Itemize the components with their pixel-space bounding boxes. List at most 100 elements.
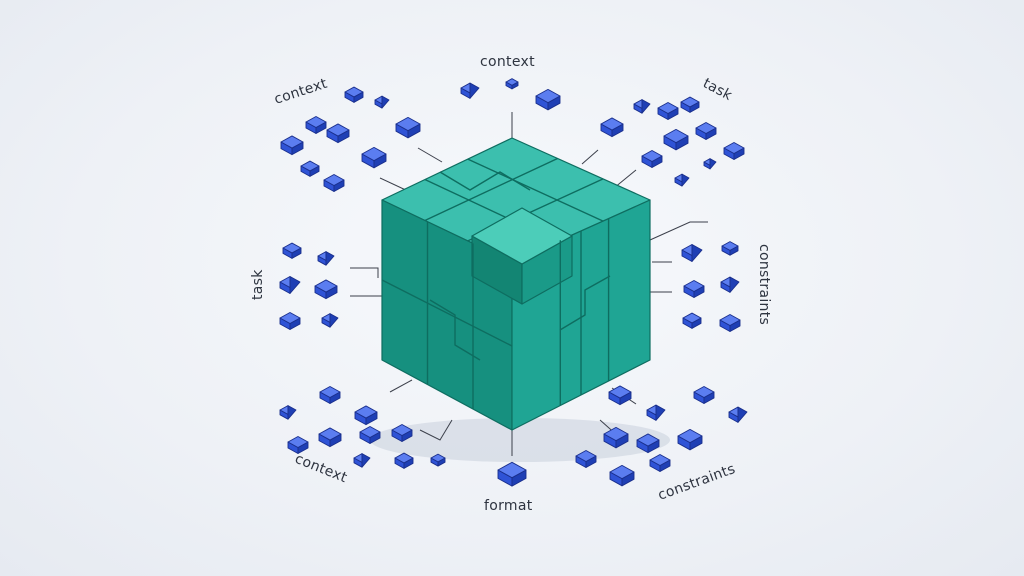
piece-top-left-6 <box>361 146 387 169</box>
piece-right-1 <box>681 244 703 262</box>
piece-left-3 <box>279 276 301 294</box>
piece-bottom-left-8-side <box>361 453 371 468</box>
piece-bottom-right-9-top <box>609 464 635 480</box>
piece-top-left-4 <box>374 95 390 109</box>
piece-top-right-8-side <box>681 173 690 187</box>
piece-top-left-8 <box>300 160 320 177</box>
piece-bottom-left-9-top <box>394 452 414 464</box>
piece-top-right-3 <box>657 102 679 120</box>
piece-top-left-7-top <box>395 116 421 132</box>
piece-top-right-7-top <box>641 150 663 162</box>
piece-bottom-left-3-top <box>354 405 378 419</box>
piece-top-left-7 <box>395 116 421 139</box>
piece-right-3 <box>683 280 705 298</box>
cube-center-block-top <box>471 207 573 265</box>
piece-bottom-left-4 <box>287 436 309 454</box>
piece-bottom-right-10-top <box>649 454 671 466</box>
piece-top-left-4-side <box>381 95 390 109</box>
piece-right-6 <box>719 314 741 332</box>
leader-task-right <box>581 149 599 165</box>
leader-context-bottom-2 <box>389 379 413 393</box>
piece-left-5 <box>279 312 301 330</box>
piece-top-right-4-top <box>680 96 700 108</box>
piece-left-4 <box>314 279 338 300</box>
label-context-left: context <box>272 76 329 108</box>
piece-top-right-5-top <box>663 128 689 144</box>
piece-top-center-1-side <box>469 82 480 99</box>
piece-bottom-right-5 <box>603 426 629 449</box>
piece-bottom-right-10 <box>649 454 671 472</box>
piece-top-center-1 <box>460 82 480 99</box>
piece-bottom-right-5-top <box>603 426 629 442</box>
leader-task-left <box>350 267 379 278</box>
label-task-right: task <box>700 75 735 104</box>
piece-top-left-6-top <box>361 146 387 162</box>
piece-top-right-10 <box>723 142 745 160</box>
piece-top-left-5-top <box>326 123 350 137</box>
piece-top-right-1 <box>600 117 624 138</box>
piece-bottom-right-8-top <box>575 450 597 462</box>
piece-right-4-side <box>729 276 740 293</box>
piece-top-left-9 <box>323 174 345 192</box>
piece-left-2-side <box>325 251 335 266</box>
piece-bottom-right-8 <box>575 450 597 468</box>
piece-bottom-right-2 <box>646 404 666 421</box>
piece-top-right-10-top <box>723 142 745 154</box>
piece-top-right-2 <box>633 99 651 114</box>
piece-top-right-7 <box>641 150 663 168</box>
piece-bottom-left-3 <box>354 405 378 426</box>
piece-bottom-left-6-top <box>359 426 381 438</box>
central-puzzle-cube <box>381 137 651 431</box>
piece-bottom-right-1-top <box>608 385 632 399</box>
piece-bottom-right-4-side <box>737 406 748 423</box>
piece-top-right-6 <box>695 122 717 140</box>
piece-bottom-right-2-side <box>655 404 666 421</box>
piece-left-6-side <box>329 313 339 328</box>
cube-left-seam-h <box>381 279 513 347</box>
piece-top-left-8-top <box>300 160 320 172</box>
piece-top-left-5 <box>326 123 350 144</box>
piece-bottom-left-5-top <box>318 427 342 441</box>
piece-top-center-2-top <box>505 78 519 86</box>
piece-top-center-3 <box>535 88 561 111</box>
piece-top-right-9 <box>703 158 717 170</box>
piece-left-1-top <box>282 242 302 254</box>
piece-left-4-top <box>314 279 338 293</box>
piece-top-left-3-top <box>344 86 364 98</box>
leader-context-bottom <box>419 419 453 441</box>
piece-right-3-top <box>683 280 705 292</box>
piece-right-6-top <box>719 314 741 326</box>
piece-bottom-left-7 <box>391 424 413 442</box>
piece-bottom-left-2-side <box>287 405 297 420</box>
piece-right-5 <box>682 312 702 329</box>
piece-bottom-left-10 <box>430 453 446 467</box>
piece-right-2 <box>721 241 739 256</box>
piece-top-right-2-side <box>641 99 651 114</box>
leader-constraints-right <box>649 221 708 241</box>
label-context-bottom: context <box>293 451 350 486</box>
piece-top-left-9-top <box>323 174 345 186</box>
cube-right-notch <box>559 275 611 331</box>
piece-bottom-right-7-top <box>677 428 703 444</box>
piece-bottom-left-10-top <box>430 453 446 463</box>
piece-right-5-top <box>682 312 702 324</box>
piece-bottom-right-7 <box>677 428 703 451</box>
label-constraints-right: constraints <box>756 244 772 325</box>
piece-left-5-top <box>279 312 301 324</box>
cube-top-seam-2 <box>467 158 604 222</box>
piece-bottom-right-6 <box>636 433 660 454</box>
piece-bottom-right-3 <box>693 386 715 404</box>
piece-bottom-left-8 <box>353 453 371 468</box>
label-task-left: task <box>250 269 266 300</box>
piece-bottom-left-6 <box>359 426 381 444</box>
piece-top-center-3-top <box>535 88 561 104</box>
piece-bottom-right-1 <box>608 385 632 406</box>
piece-bottom-left-4-top <box>287 436 309 448</box>
piece-right-2-top <box>721 241 739 251</box>
cube-top-seam-3 <box>424 157 558 222</box>
piece-top-right-8 <box>674 173 690 187</box>
piece-top-left-2 <box>305 116 327 134</box>
piece-bottom-left-5 <box>318 427 342 448</box>
piece-top-left-1-top <box>280 135 304 149</box>
